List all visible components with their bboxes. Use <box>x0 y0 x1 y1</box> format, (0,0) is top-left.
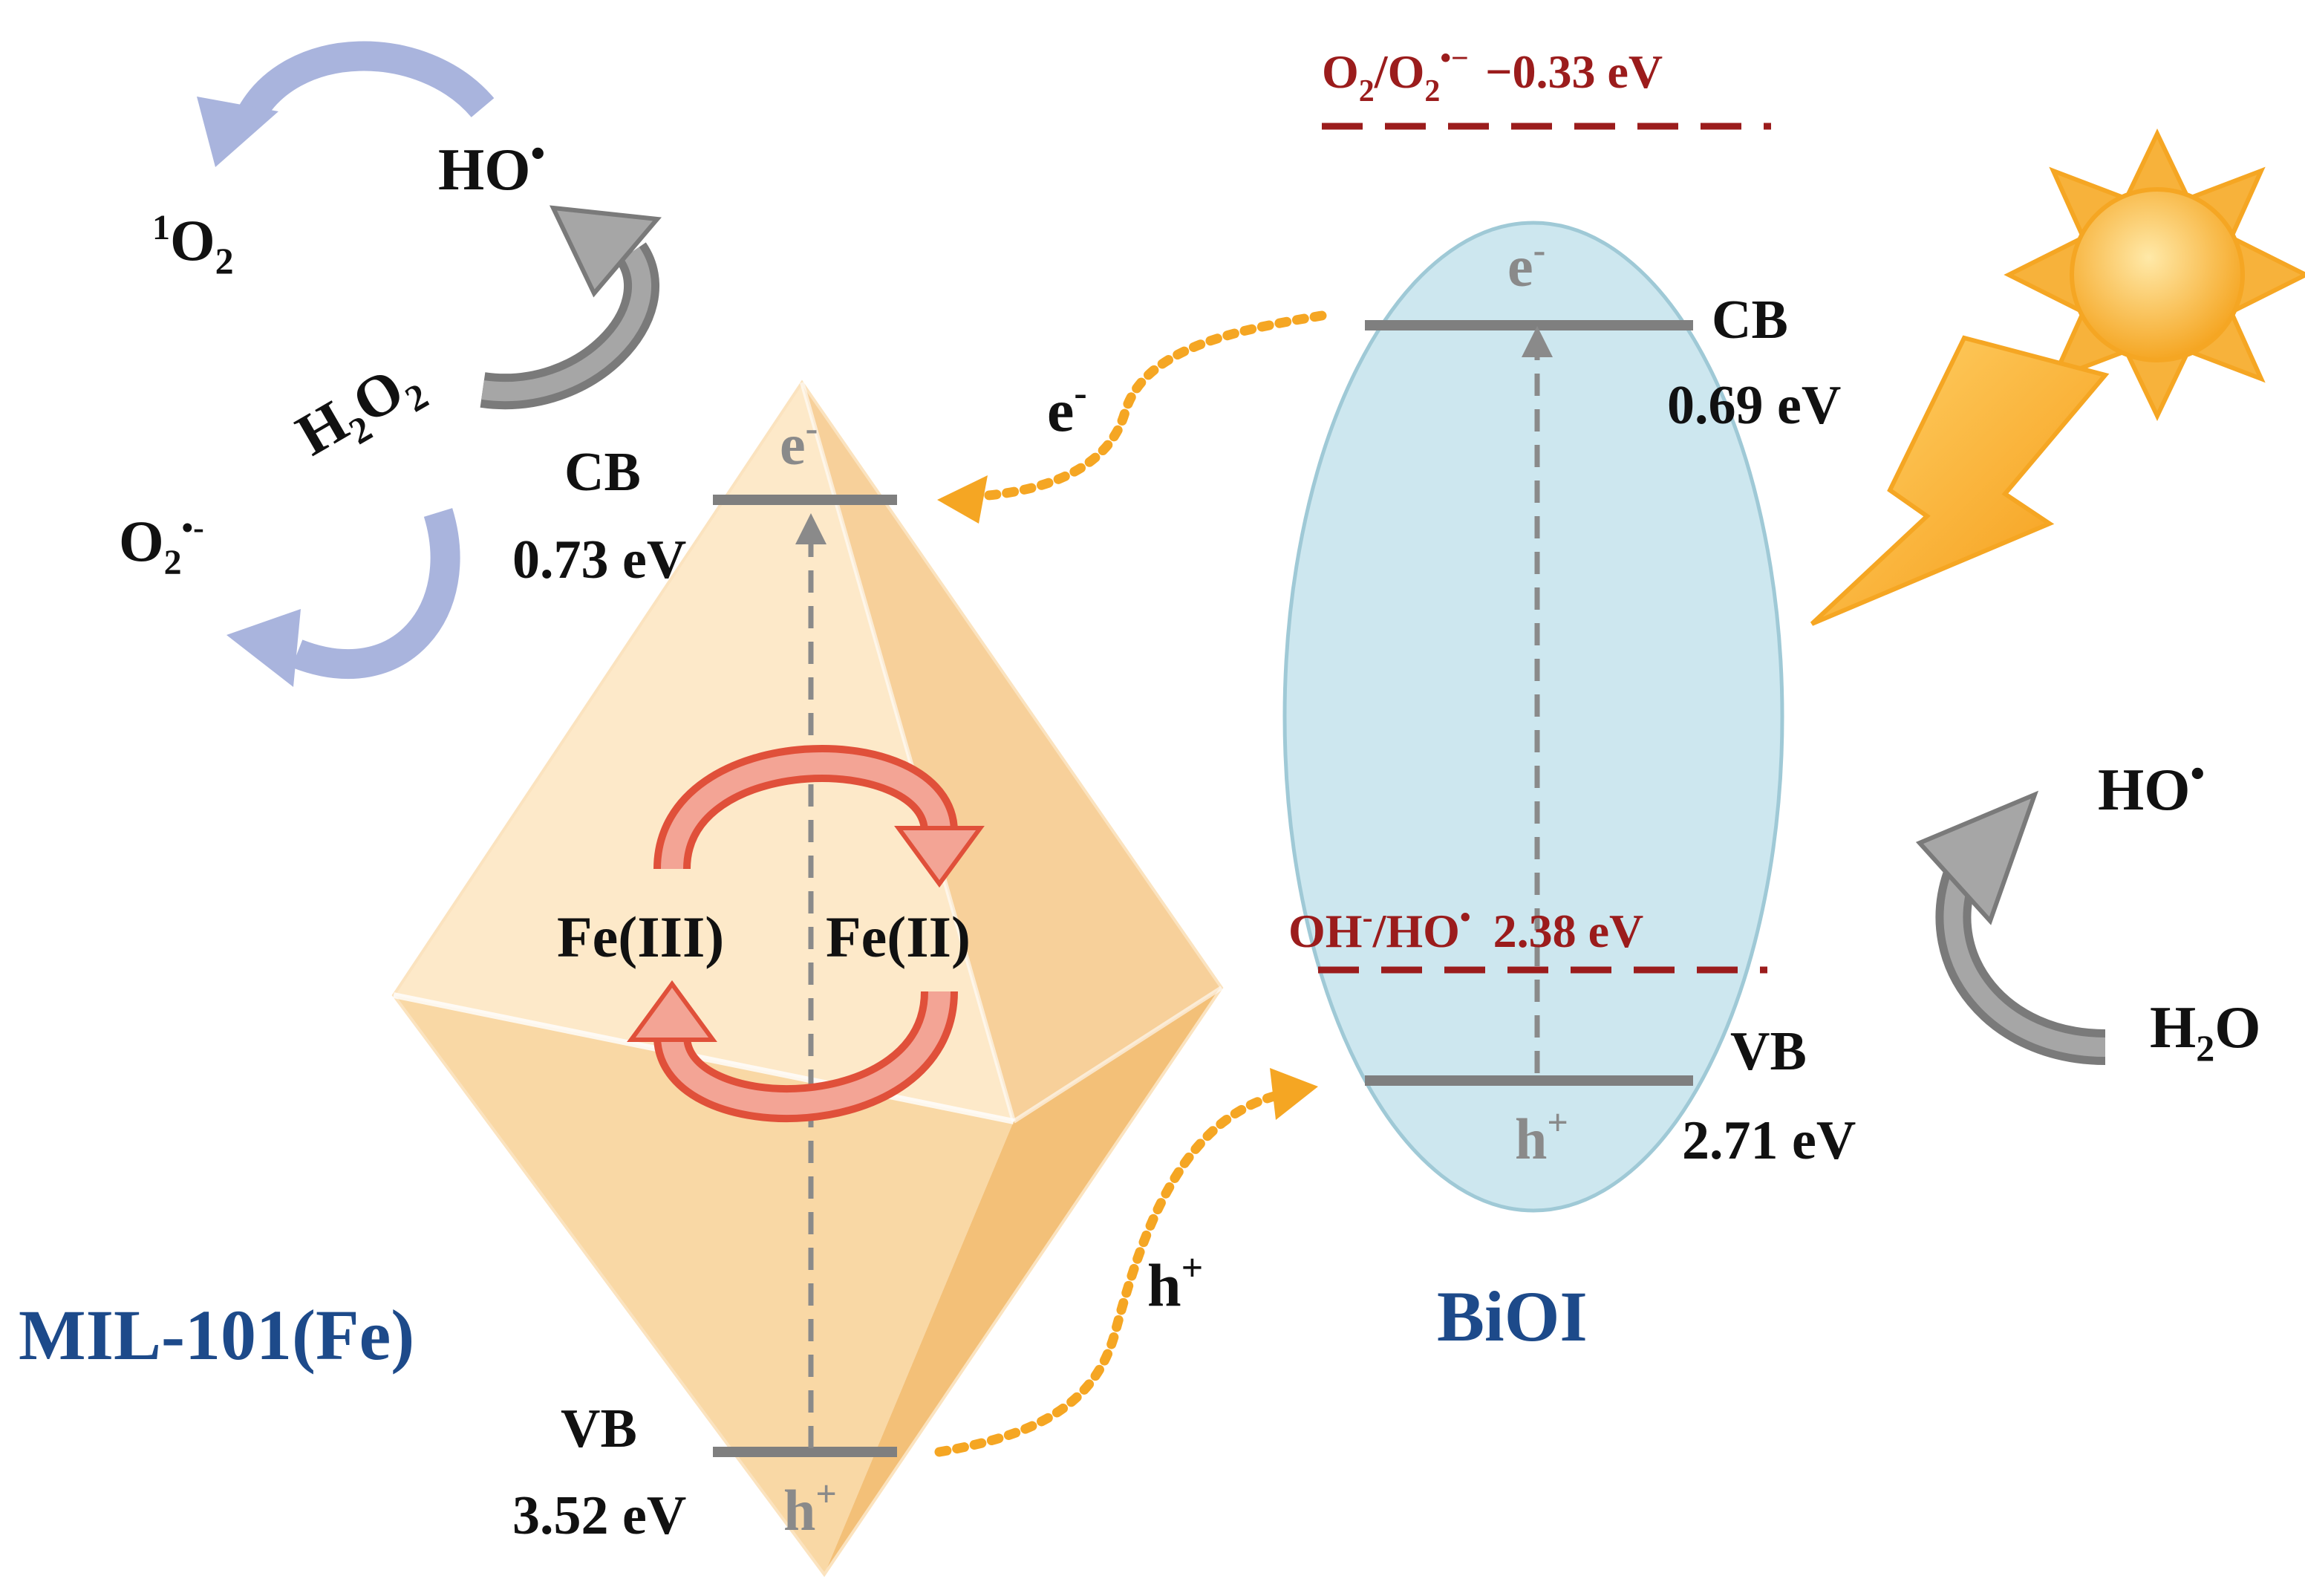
ho-radical-right-label: HO• <box>2098 751 2205 823</box>
mil-octahedron <box>391 380 1224 1577</box>
h2o2-to-ho-arrow <box>480 205 662 409</box>
transfer-electron-label: e- <box>1047 372 1087 444</box>
fe2-label: Fe(II) <box>826 905 971 969</box>
mil-vb-value: 3.52 eV <box>512 1485 686 1546</box>
sun-icon <box>2004 128 2305 421</box>
water-to-ho-arrow <box>1915 790 2106 1065</box>
to-superoxide-arrow <box>226 508 460 687</box>
singlet-oxygen-label: 1O2 <box>152 208 234 281</box>
water-label: H2O <box>2150 995 2260 1069</box>
mil-hole-label: h+ <box>783 1473 837 1543</box>
hole-transfer-arrow <box>934 1068 1318 1457</box>
lightning-bolt-icon <box>1810 335 2110 626</box>
electron-transfer-arrow <box>937 310 1327 524</box>
mil-name-label: MIL-101(Fe) <box>19 1295 414 1375</box>
bioi-electron-label: e- <box>1507 229 1545 299</box>
bioi-cb-value: 0.69 eV <box>1667 375 1841 436</box>
mil-electron-label: e- <box>780 407 818 477</box>
transfer-hole-label: h+ <box>1147 1247 1203 1319</box>
fe-redox-cycle <box>627 745 985 1123</box>
mil-vb-label: VB <box>561 1398 637 1459</box>
fe3-label: Fe(III) <box>557 905 724 969</box>
superoxide-label: O2•- <box>119 509 204 582</box>
o2-potential-label: O2/O2•−−0.33 eV <box>1322 42 1663 108</box>
bioi-ellipse <box>1282 221 1784 1213</box>
bioi-vb-label: VB <box>1730 1021 1807 1082</box>
bioi-hole-label: h+ <box>1515 1101 1568 1171</box>
bioi-name-label: BiOI <box>1437 1277 1588 1356</box>
mil-cb-value: 0.73 eV <box>512 530 686 590</box>
oh-potential-label: OH-/HO•2.38 eV <box>1288 901 1643 957</box>
mil-cb-label: CB <box>564 442 641 503</box>
ho-radical-top-label: HO• <box>438 131 545 203</box>
hydrogen-peroxide-label: H2O2 <box>286 347 435 475</box>
ho-to-singlet-oxygen-arrow <box>197 41 495 167</box>
bioi-cb-label: CB <box>1712 290 1788 351</box>
bioi-vb-value: 2.71 eV <box>1682 1110 1856 1171</box>
